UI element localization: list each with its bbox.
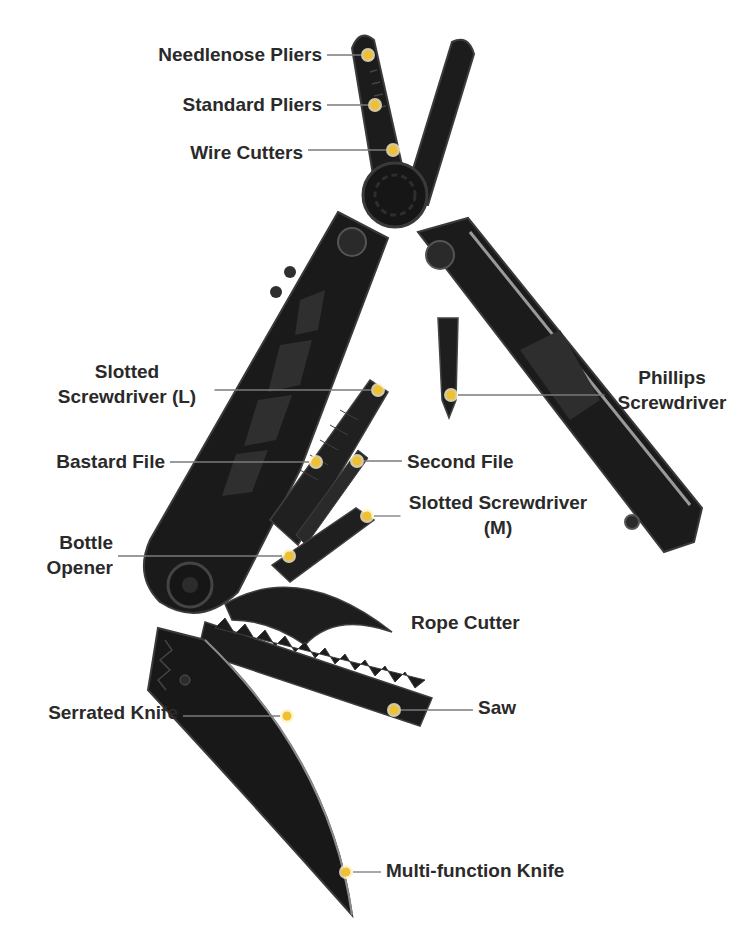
part-label: Bastard File bbox=[56, 450, 165, 475]
serration bbox=[158, 640, 172, 690]
leader-line bbox=[353, 871, 381, 872]
callout-glow bbox=[309, 455, 323, 469]
leader-line bbox=[458, 394, 605, 395]
callout-glow bbox=[280, 709, 294, 723]
saw-teeth bbox=[215, 618, 425, 688]
callout-glow bbox=[387, 703, 401, 717]
part-label: Rope Cutter bbox=[411, 611, 520, 636]
rivet bbox=[338, 228, 366, 256]
callout-dot bbox=[390, 706, 399, 715]
callout-glow bbox=[386, 143, 400, 157]
leader-line bbox=[364, 460, 402, 461]
part-label: Multi-function Knife bbox=[386, 859, 564, 884]
handle-cutout bbox=[520, 330, 600, 420]
leader-line bbox=[215, 389, 372, 390]
part-label: Second File bbox=[407, 450, 514, 475]
callout-dot bbox=[389, 146, 398, 155]
callout-glow bbox=[361, 48, 375, 62]
pivot bbox=[363, 163, 427, 227]
leader-line bbox=[327, 104, 368, 105]
part-label: Slotted Screwdriver (L) bbox=[45, 360, 210, 409]
part-label: Wire Cutters bbox=[190, 141, 303, 166]
callout-glow bbox=[444, 388, 458, 402]
callout-dot bbox=[371, 101, 380, 110]
callout-glow bbox=[282, 549, 296, 563]
rivet bbox=[426, 241, 454, 269]
pivot-screw-head bbox=[182, 577, 198, 593]
leader-line bbox=[183, 715, 280, 716]
callout-glow bbox=[339, 865, 353, 879]
jaw-teeth bbox=[368, 58, 386, 108]
pivot-ring bbox=[375, 175, 415, 215]
callout-glow bbox=[360, 509, 374, 523]
callout-dot bbox=[353, 457, 362, 466]
part-label: Serrated Knife bbox=[48, 701, 178, 726]
callout-dot bbox=[342, 868, 351, 877]
leader-line bbox=[308, 149, 386, 150]
callout-dot bbox=[363, 512, 372, 521]
part-label: Saw bbox=[478, 696, 516, 721]
callout-dot bbox=[283, 712, 292, 721]
leader-line bbox=[327, 54, 361, 55]
thumb-stud bbox=[180, 675, 190, 685]
part-label: Bottle Opener bbox=[23, 531, 113, 580]
rivet bbox=[625, 515, 639, 529]
part-label: Standard Pliers bbox=[183, 93, 322, 118]
callout-glow bbox=[371, 383, 385, 397]
part-label: Slotted Screwdriver (M) bbox=[406, 491, 591, 540]
part-label: Phillips Screwdriver bbox=[610, 366, 735, 415]
callout-dot bbox=[447, 391, 456, 400]
phillips-screwdriver bbox=[438, 318, 458, 418]
callout-dot bbox=[364, 51, 373, 60]
handle-cutouts bbox=[222, 266, 325, 496]
pivot-screw bbox=[168, 563, 212, 607]
slotted-screwdriver bbox=[272, 508, 374, 582]
callout-dot bbox=[374, 386, 383, 395]
callout-glow bbox=[368, 98, 382, 112]
leader-line bbox=[118, 555, 282, 556]
callout-dot bbox=[285, 552, 294, 561]
file-texture bbox=[300, 410, 358, 480]
knife-blade bbox=[148, 628, 352, 915]
leader-line bbox=[170, 461, 309, 462]
part-label: Needlenose Pliers bbox=[158, 43, 322, 68]
callout-dot bbox=[312, 458, 321, 467]
left-handle bbox=[144, 212, 388, 613]
leader-line bbox=[374, 515, 401, 516]
callout-glow bbox=[350, 454, 364, 468]
knife-edge bbox=[205, 640, 352, 915]
leader-line bbox=[401, 709, 473, 710]
